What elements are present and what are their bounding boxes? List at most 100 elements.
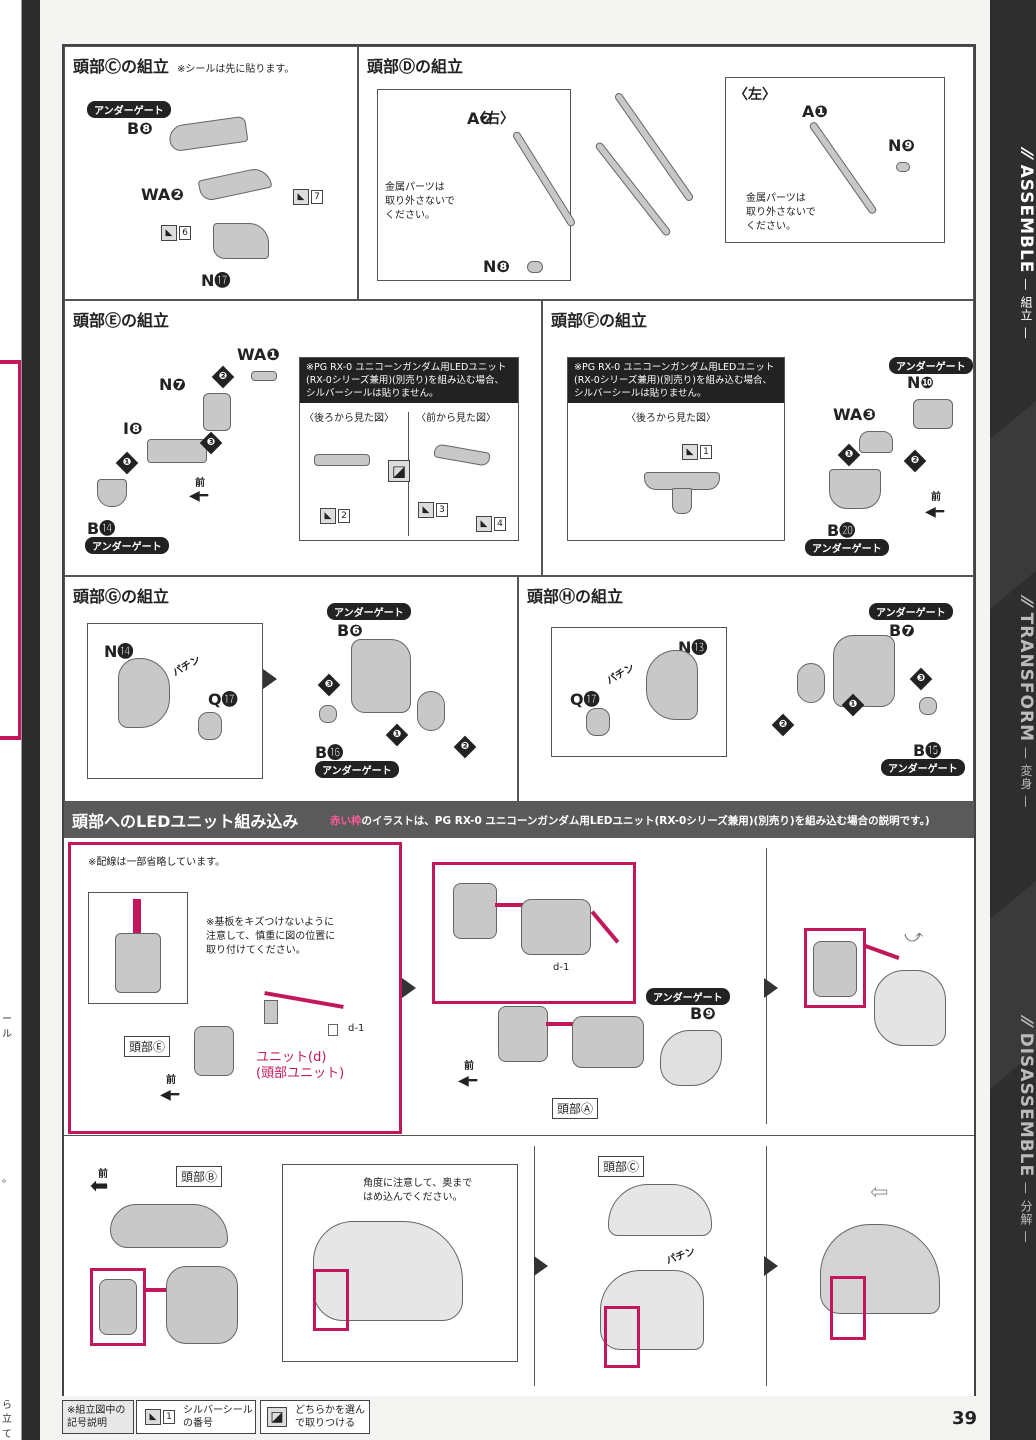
head-e-part	[453, 883, 497, 939]
part-n7	[203, 393, 231, 431]
slide-arrow-icon: ⇦	[870, 1180, 889, 1205]
part-label: B❻	[337, 621, 363, 640]
under-gate-badge: アンダーゲート	[869, 603, 953, 620]
part-b9	[660, 1030, 722, 1086]
part-label: WA❸	[833, 405, 876, 424]
seal-icon: ◣	[418, 502, 434, 518]
part-label: N⓱	[201, 271, 231, 290]
step-marker: ❶	[385, 723, 409, 747]
part-q17	[198, 712, 222, 740]
seal-number: 3	[436, 503, 448, 517]
snap-sound: パチン	[171, 654, 203, 679]
part-a1-blade	[808, 120, 878, 216]
seal-number: 7	[311, 190, 323, 204]
under-gate-badge: アンダーゲート	[85, 537, 169, 554]
red-frame	[804, 928, 866, 1008]
led-section-title: 頭部へのLEDユニット組み込み	[72, 812, 299, 831]
next-arrow-icon	[402, 978, 416, 998]
panel-head-e: 頭部Ⓔの組立 WA❶ N❼ I❽ B⓮ アンダーゲート ❶ ❷ ❸ 前 ◀━ ※…	[64, 300, 542, 576]
part-wa3	[859, 431, 893, 453]
unit-d-label: ユニット(d)(頭部ユニット)	[256, 1050, 345, 1081]
front-arrow-icon: ⬅	[90, 1174, 109, 1199]
part-back-view	[314, 454, 370, 466]
part-b16	[319, 705, 337, 723]
seal-icon: ◣	[682, 444, 698, 460]
head-b-label: 頭部Ⓑ	[176, 1166, 223, 1187]
step-marker: ❷	[211, 365, 235, 389]
section-sidebar: ⁄⁄ ASSEMBLE — 組立 — ⁄⁄ TRANSFORM — 変身 — ⁄…	[990, 0, 1036, 1440]
head-b-assembled	[600, 1270, 704, 1350]
rotate-arrow-icon: ⤻	[904, 926, 924, 947]
part-label: B❽	[127, 119, 153, 138]
wiring-note: ※配線は一部省略しています。	[88, 857, 226, 868]
red-frame	[604, 1306, 640, 1368]
sidebar-transform: ⁄⁄ TRANSFORM — 変身 —	[1016, 598, 1036, 809]
front-label: 前	[195, 478, 205, 489]
step-marker: ❸	[199, 431, 223, 455]
panel-title: 頭部Ⓕの組立	[551, 311, 648, 330]
front-view-label: 〈前から見た図〉	[416, 413, 496, 424]
part-label: Q⓱	[208, 690, 238, 709]
seal-icon: ◣	[320, 508, 336, 524]
part-label: WA❷	[141, 185, 184, 204]
step-marker: ❸	[317, 673, 341, 697]
page-number: 39	[952, 1408, 978, 1429]
head-complete	[820, 1224, 940, 1314]
seal-number: 1	[163, 1410, 175, 1424]
red-frame	[90, 1268, 146, 1346]
snap-sound: パチン	[664, 1246, 697, 1267]
detail-box-left: 〈左〉 A❶ N❾ 金属パーツは取り外さないでください。	[725, 77, 945, 243]
d1-label: d-1	[553, 962, 570, 973]
part-b6	[351, 639, 411, 713]
angle-note: 角度に注意して、奥まではめ込んでください。	[363, 1178, 473, 1203]
part-label: A❶	[802, 102, 828, 121]
front-arrow-icon: ◀━	[189, 488, 209, 504]
step-marker: ❷	[771, 713, 795, 737]
under-gate-badge: アンダーゲート	[646, 988, 730, 1005]
part-label: B⓴	[827, 521, 856, 540]
part-label: N❿	[907, 373, 934, 392]
head-a-part	[572, 1016, 644, 1068]
led-install-step-2: 前 ⬅ 頭部Ⓑ 角度に注意して、奥まではめ込んでください。 頭部Ⓒ パチン ⇦	[64, 1136, 974, 1396]
part-wa2	[197, 165, 273, 203]
sidebar-assemble: ⁄⁄ ASSEMBLE — 組立 —	[1016, 150, 1036, 340]
part-n17	[213, 223, 269, 259]
led-section-header: 頭部へのLEDユニット組み込み 赤い枠のイラストは、PG RX-0 ユニコーンガ…	[64, 802, 974, 838]
board-note: ※基板をキズつけないように注意して、慎重に図の位置に取り付けてください。	[206, 917, 336, 956]
unit-connector	[264, 1000, 278, 1024]
under-gate-badge: アンダーゲート	[881, 759, 965, 776]
prev-snippet: 立てる	[2, 1414, 12, 1440]
back-view-label: 〈後ろから見た図〉	[626, 413, 716, 424]
step-marker: ❶	[841, 693, 865, 717]
previous-page-edge: ール 。 ら 立てる	[0, 0, 22, 1440]
binding-strip: ール 。 ら 立てる	[0, 0, 40, 1440]
step-marker: ❸	[909, 667, 933, 691]
next-arrow-icon	[263, 669, 277, 689]
panel-title: 頭部Ⓖの組立	[73, 587, 170, 606]
legend-seal: ◣ 1 シルバーシールの番号	[136, 1400, 256, 1434]
part-label: WA❶	[237, 345, 280, 364]
part-q17	[586, 708, 610, 736]
back-view-label: 〈後ろから見た図〉	[304, 413, 394, 424]
part-label: B⓰	[315, 743, 344, 762]
led-note: ※PG RX-0 ユニコーンガンダム用LEDユニット(RX-0シリーズ兼用)(別…	[300, 358, 518, 403]
step-marker: ❷	[453, 735, 477, 759]
step-marker: ❶	[115, 451, 139, 475]
front-label: 前	[931, 492, 941, 503]
head-c-part	[608, 1184, 712, 1236]
angle-detail-box: 角度に注意して、奥まではめ込んでください。	[282, 1164, 518, 1362]
part-label: A❷	[467, 109, 493, 128]
red-frame	[313, 1269, 349, 1331]
head-assembled	[874, 970, 946, 1046]
part-i8	[147, 439, 207, 463]
part-label: N❾	[888, 136, 915, 155]
prev-snippet: 。	[2, 1174, 12, 1185]
d1-connector	[328, 1024, 338, 1036]
front-label: 前	[166, 1075, 176, 1086]
seal-number: 2	[338, 509, 350, 523]
instruction-page: 頭部Ⓒの組立※シールは先に貼ります。 アンダーゲート B❽ WA❷ N⓱ ◣ 7…	[62, 44, 976, 1396]
part-b14	[97, 479, 127, 507]
part-b7	[833, 635, 895, 707]
panel-head-g: 頭部Ⓖの組立 N⓮ パチン Q⓱ アンダーゲート B❻ ❸ ❶ ❷ B⓰ アンダ…	[64, 576, 518, 802]
part-n13-assembled	[797, 663, 825, 703]
